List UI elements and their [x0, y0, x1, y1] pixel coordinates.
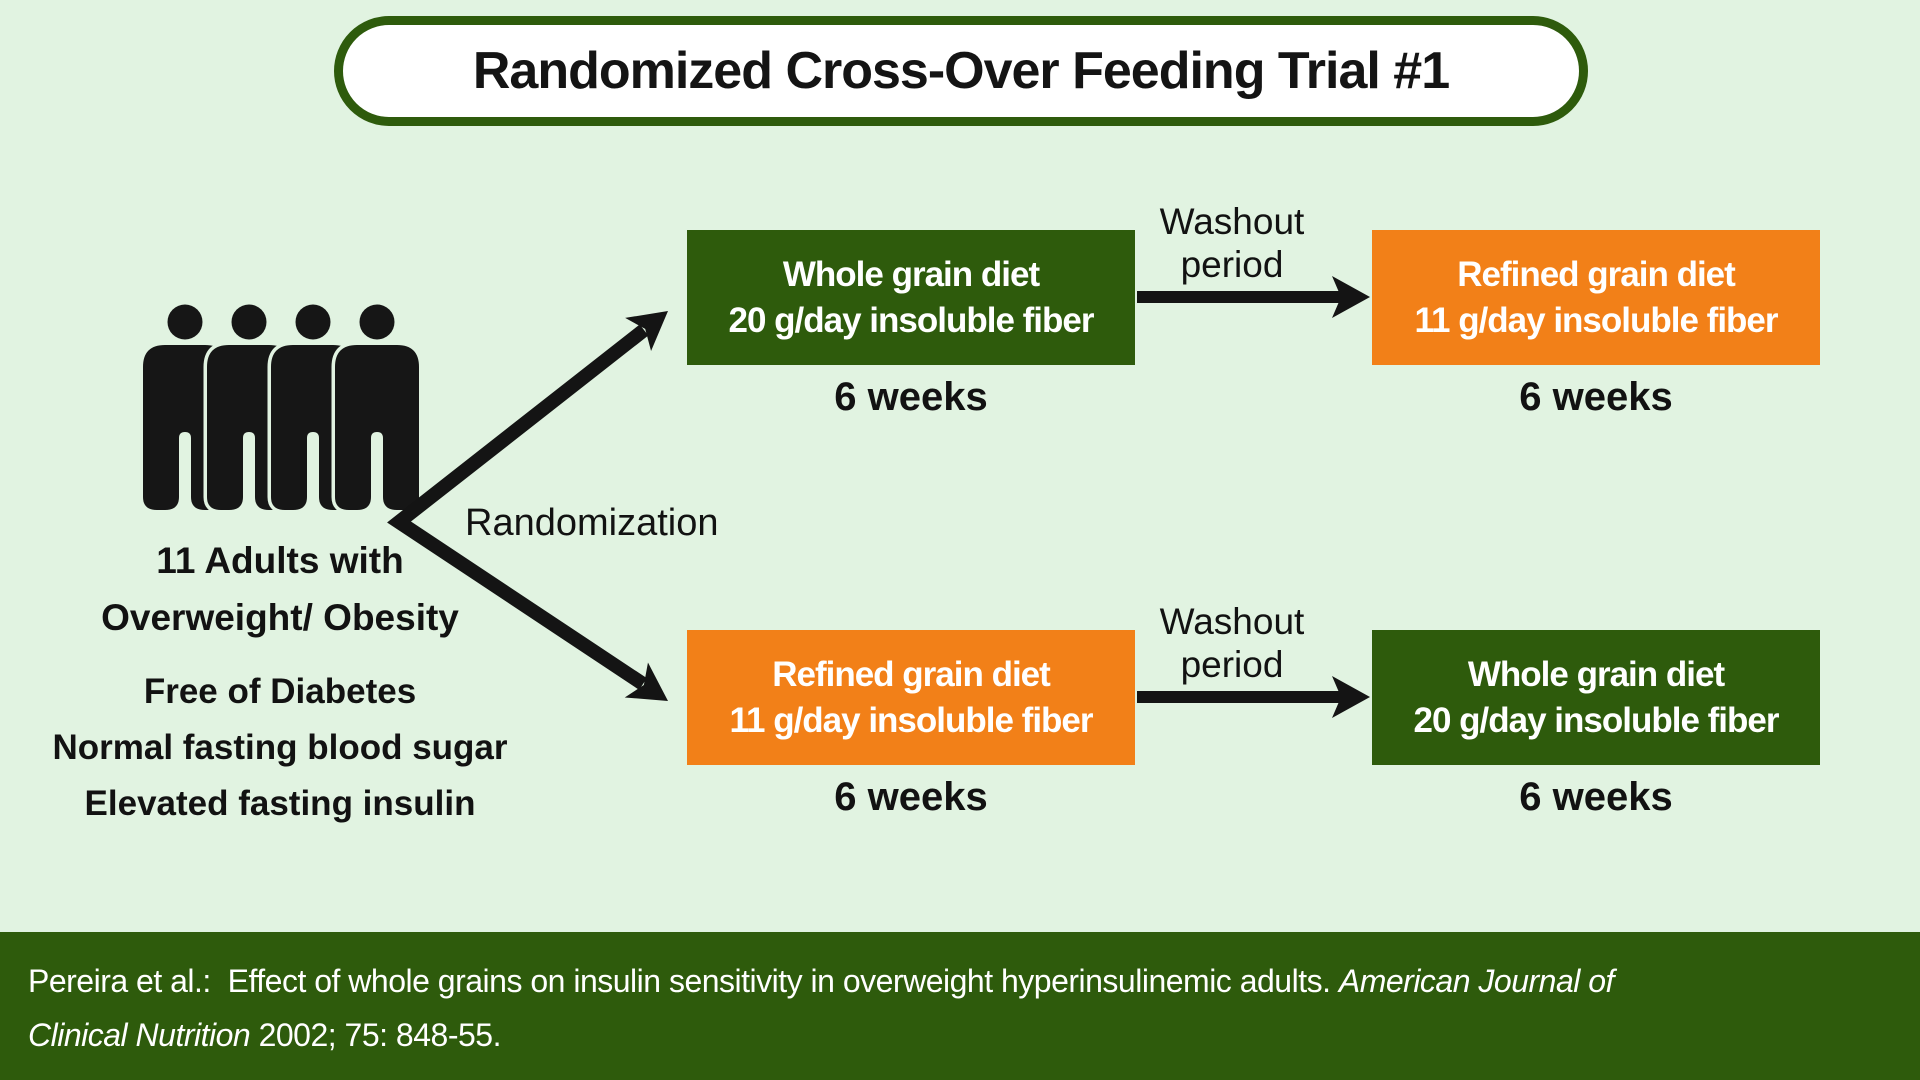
diet-box-title: Refined grain diet	[1457, 254, 1736, 294]
diet-box-subtitle: 11 g/day insoluble fiber	[1414, 300, 1778, 340]
population-description: 11 Adults with Overweight/ Obesity	[0, 532, 560, 646]
population-size-label: 11 Adults with	[156, 540, 404, 581]
duration-label: 6 weeks	[1519, 775, 1673, 819]
citation-journal-name: American Journal of	[1338, 963, 1615, 999]
page-title: Randomized Cross-Over Feeding Trial #1	[472, 42, 1450, 100]
whole-grain-diet-box-arm1: Whole grain diet 20 g/day insoluble fibe…	[687, 230, 1135, 365]
refined-grain-diet-box-arm1: Refined grain diet 11 g/day insoluble fi…	[1372, 230, 1820, 365]
duration-label: 6 weeks	[834, 775, 988, 819]
refined-grain-diet-box-arm2: Refined grain diet 11 g/day insoluble fi…	[687, 630, 1135, 765]
washout-label-line: period	[1180, 644, 1284, 685]
diet-box-subtitle: 20 g/day insoluble fiber	[728, 300, 1095, 340]
citation-regular-text: Pereira et al.: Effect of whole grains o…	[28, 963, 1339, 999]
diet-box-subtitle: 20 g/day insoluble fiber	[1413, 700, 1780, 740]
citation-text: Pereira et al.: Effect of whole grains o…	[28, 954, 1614, 1062]
criterion-item: Elevated fasting insulin	[84, 784, 476, 823]
randomization-label: Randomization	[465, 502, 719, 544]
fork-up-arrowhead	[625, 311, 668, 351]
diet-box-subtitle: 11 g/day insoluble fiber	[729, 700, 1093, 740]
title-banner: Randomized Cross-Over Feeding Trial #1	[334, 16, 1588, 126]
washout-label-top: Washout period	[1102, 200, 1362, 286]
citation-line-1: Pereira et al.: Effect of whole grains o…	[28, 954, 1614, 1008]
citation-journal-name: Clinical Nutrition	[28, 1017, 251, 1053]
washout-label-line: Washout	[1159, 201, 1305, 242]
population-condition-label: Overweight/ Obesity	[101, 597, 459, 638]
washout-label-line: Washout	[1159, 601, 1305, 642]
citation-line-2: Clinical Nutrition 2002; 75: 848-55.	[28, 1008, 1614, 1062]
duration-label: 6 weeks	[834, 375, 988, 419]
people-group-icon	[140, 300, 440, 515]
criteria-list: Free of Diabetes Normal fasting blood su…	[0, 664, 560, 832]
criterion-item: Normal fasting blood sugar	[52, 728, 508, 767]
fork-down-arrowhead	[624, 662, 668, 701]
diet-box-title: Whole grain diet	[782, 254, 1040, 294]
duration-label: 6 weeks	[1519, 375, 1673, 419]
citation-bar: Pereira et al.: Effect of whole grains o…	[0, 932, 1920, 1080]
diet-box-title: Refined grain diet	[772, 654, 1051, 694]
person-icon	[335, 305, 419, 511]
diet-box-title: Whole grain diet	[1467, 654, 1725, 694]
washout-label-bottom: Washout period	[1102, 600, 1362, 686]
citation-regular-text: 2002; 75: 848-55.	[250, 1017, 502, 1053]
washout-label-line: period	[1180, 244, 1284, 285]
criterion-item: Free of Diabetes	[143, 672, 417, 711]
whole-grain-diet-box-arm2: Whole grain diet 20 g/day insoluble fibe…	[1372, 630, 1820, 765]
